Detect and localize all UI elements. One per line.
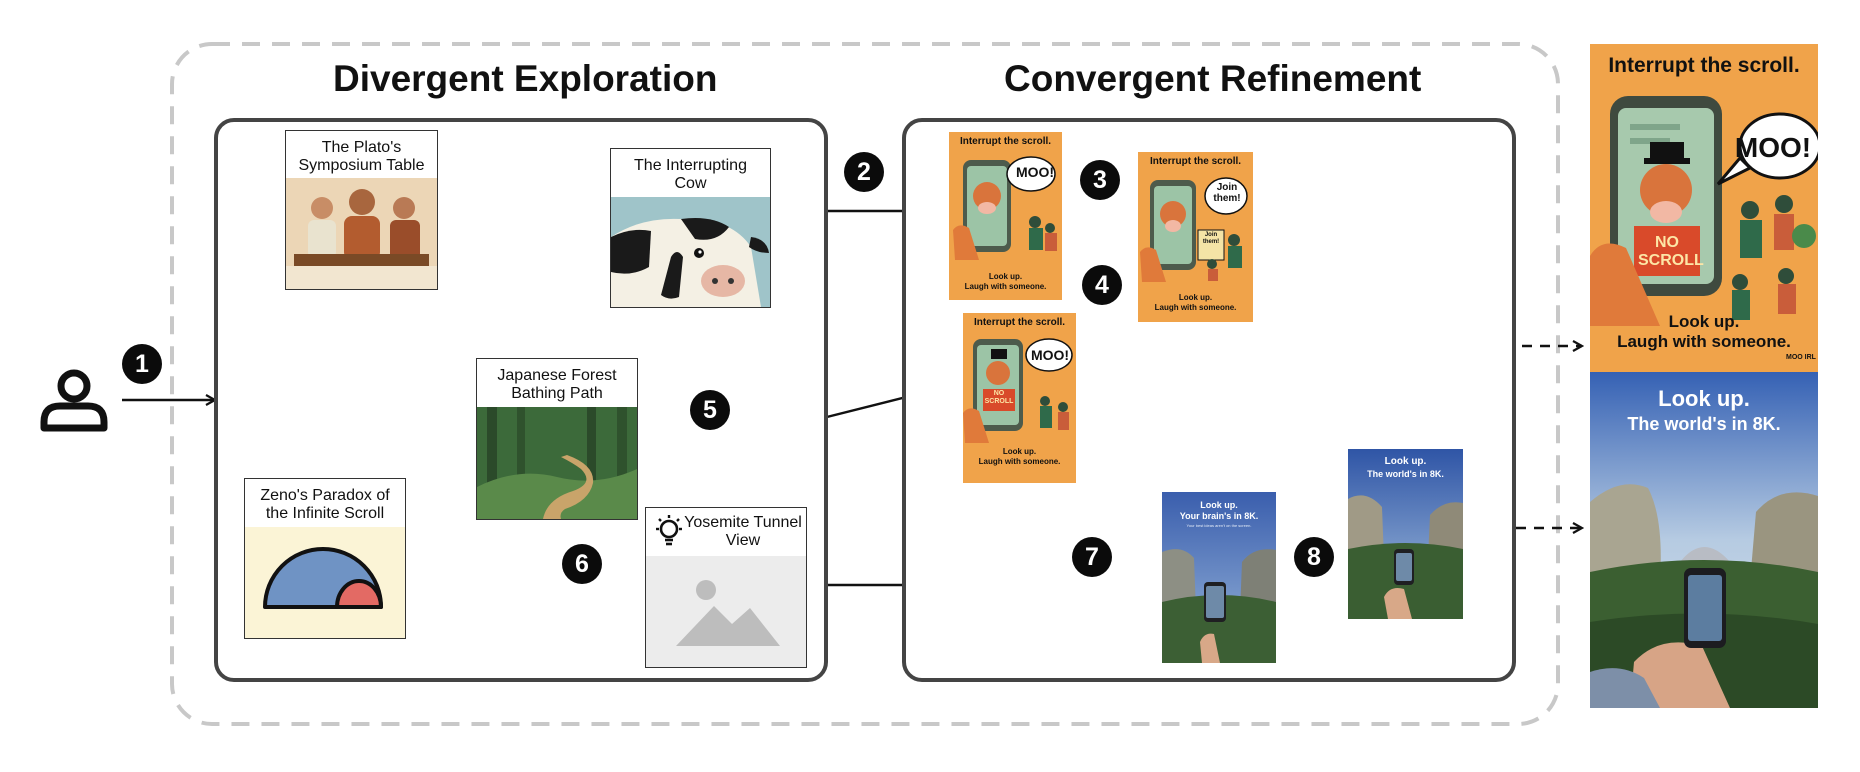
step-badge-8: 8 <box>1294 537 1334 577</box>
step-badge-4: 4 <box>1082 265 1122 305</box>
idea-label-forest: Japanese Forest Bathing Path <box>497 367 617 402</box>
final-cow-art <box>1590 96 1818 326</box>
poster-yos-v2-line1: Look up. <box>1384 456 1427 467</box>
poster-yos-v2-art <box>1348 449 1463 619</box>
poster-yos-v2-line2: The world's in 8K. <box>1367 469 1444 479</box>
final-cow-bubble: MOO! <box>1734 132 1812 163</box>
poster-cow-v3[interactable]: Interrupt the scroll. MOO! NO SCROLL Loo… <box>963 313 1076 483</box>
lightbulb-icon <box>656 515 682 546</box>
final-cow-corner: MOO IRL <box>1786 354 1816 361</box>
poster-yos-v1-art <box>1162 492 1276 663</box>
forest-illustration <box>477 407 637 519</box>
poster-cow-v2-sign: Join them! <box>1202 232 1220 245</box>
idea-label-cow: The Interrupting Cow <box>634 157 747 192</box>
final-poster-yosemite[interactable]: Look up. The world's in 8K. <box>1590 372 1818 708</box>
idea-card-zeno[interactable]: Zeno's Paradox of the Infinite Scroll <box>244 478 406 639</box>
poster-yos-v1-line1: Look up. <box>1200 500 1238 510</box>
idea-label-plato: The Plato's Symposium Table <box>298 139 425 174</box>
step-badge-7: 7 <box>1072 537 1112 577</box>
poster-cow-v3-art <box>963 338 1073 443</box>
step-badge-2: 2 <box>844 152 884 192</box>
poster-cow-v3-sign: NO SCROLL <box>984 390 1014 405</box>
poster-yosemite-v1[interactable]: Look up. Your brain's in 8K. Your best i… <box>1162 492 1276 663</box>
poster-cow-v1-art <box>953 156 1057 260</box>
poster-yos-v1-line3: Your best ideas aren't on the screen. <box>1186 523 1252 528</box>
poster-cow-v1-foot1: Look up. <box>988 272 1023 281</box>
step-badge-5: 5 <box>690 390 730 430</box>
step-badge-3: 3 <box>1080 160 1120 200</box>
divergent-title: Divergent Exploration <box>333 58 718 99</box>
poster-cow-v3-foot1: Look up. <box>1002 447 1037 456</box>
final-yos-line1: Look up. <box>1658 386 1750 411</box>
image-placeholder-icon <box>646 556 806 667</box>
poster-cow-v3-headline: Interrupt the scroll. <box>973 317 1066 328</box>
poster-cow-v1-foot2: Laugh with someone. <box>964 282 1047 291</box>
poster-cow-v2-bubble: Join them! <box>1213 182 1241 204</box>
step-badge-1: 1 <box>122 344 162 384</box>
final-poster-cow[interactable]: Interrupt the scroll. MOO! NO SCROLL Loo… <box>1590 44 1818 372</box>
final-cow-headline: Interrupt the scroll. <box>1608 54 1800 77</box>
idea-card-forest[interactable]: Japanese Forest Bathing Path <box>476 358 638 520</box>
zeno-illustration <box>245 527 405 638</box>
poster-cow-v1-headline: Interrupt the scroll. <box>959 136 1052 147</box>
plato-illustration <box>286 178 437 289</box>
step-badge-6: 6 <box>562 544 602 584</box>
final-cow-foot2: Laugh with someone. <box>1617 332 1791 351</box>
poster-cow-v2-headline: Interrupt the scroll. <box>1149 156 1242 167</box>
idea-card-plato[interactable]: The Plato's Symposium Table <box>285 130 438 290</box>
poster-cow-v2-art <box>1140 177 1248 282</box>
poster-cow-v2-foot2: Laugh with someone. <box>1154 303 1237 312</box>
user-icon <box>40 369 108 432</box>
final-yos-art <box>1590 372 1818 708</box>
idea-card-yosemite[interactable]: Yosemite Tunnel View <box>645 507 807 668</box>
idea-label-yosemite: Yosemite Tunnel View <box>684 514 802 549</box>
poster-yosemite-v2[interactable]: Look up. The world's in 8K. <box>1348 449 1463 619</box>
poster-cow-v2-foot1: Look up. <box>1178 293 1213 302</box>
final-cow-sign: NO SCROLL <box>1638 234 1704 269</box>
final-cow-foot1: Look up. <box>1668 312 1740 331</box>
outer-dashed-frame <box>170 42 1560 726</box>
idea-card-cow[interactable]: The Interrupting Cow <box>610 148 771 308</box>
cow-illustration <box>611 197 770 307</box>
final-yos-line2: The world's in 8K. <box>1627 414 1781 434</box>
idea-label-zeno: Zeno's Paradox of the Infinite Scroll <box>260 487 390 522</box>
poster-cow-v1-bubble: MOO! <box>1015 164 1055 180</box>
poster-cow-v2[interactable]: Interrupt the scroll. Join them! Join th… <box>1138 152 1253 322</box>
convergent-title: Convergent Refinement <box>1004 58 1422 99</box>
poster-cow-v3-foot2: Laugh with someone. <box>978 457 1061 466</box>
poster-yos-v1-line2: Your brain's in 8K. <box>1179 511 1259 521</box>
poster-cow-v1[interactable]: Interrupt the scroll. MOO! Look up. Laug… <box>949 132 1062 300</box>
poster-cow-v3-bubble: MOO! <box>1030 347 1070 363</box>
